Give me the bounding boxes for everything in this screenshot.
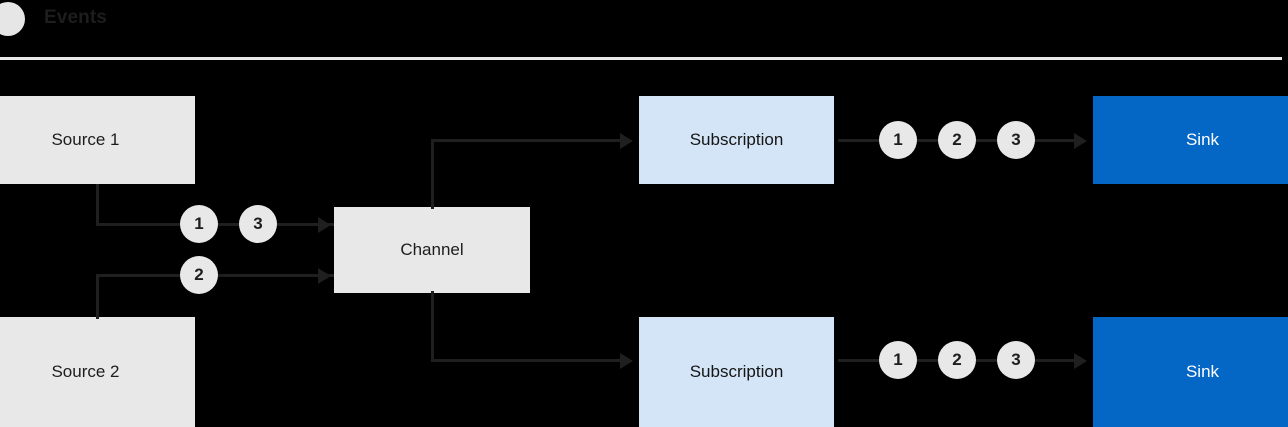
edge-source2-channel-vertical [96,274,99,319]
edge-channel-subscription2-horizontal [431,359,627,362]
node-sink-1-label: Sink [1185,129,1220,149]
node-sink-2-label: Sink [1185,361,1220,381]
token-1: 1 [879,121,917,159]
node-source-2-label: Source 2 [51,361,120,381]
token-3: 3 [997,341,1035,379]
edge-channel-subscription2-arrowhead [620,353,633,369]
edge-subscription2-sink2-arrowhead [1074,353,1087,369]
edge-channel-subscription1-vertical [431,139,434,209]
node-source-2[interactable]: Source 2 [0,317,195,427]
node-subscription-1[interactable]: Subscription [639,96,834,184]
node-subscription-1-label: Subscription [689,129,784,149]
token-2: 2 [938,341,976,379]
token-1: 1 [180,205,218,243]
node-channel-label: Channel [400,239,464,259]
node-source-1-label: Source 1 [51,129,120,149]
edge-source2-channel-arrowhead [318,268,331,284]
edge-subscription1-sink1-arrowhead [1074,133,1087,149]
edge-channel-subscription1-arrowhead [620,133,633,149]
token-2: 2 [180,256,218,294]
token-3: 3 [239,205,277,243]
node-subscription-2[interactable]: Subscription [639,317,834,427]
edge-source1-channel-horizontal [96,223,341,226]
edge-source1-channel-vertical [96,184,99,226]
header-divider [0,57,1282,60]
legend-label: Events [44,7,107,28]
token-2: 2 [938,121,976,159]
node-sink-1[interactable]: Sink [1093,96,1288,184]
event-dot-icon [0,2,25,36]
node-source-1[interactable]: Source 1 [0,96,195,184]
token-1: 1 [879,341,917,379]
edge-channel-subscription2-vertical [431,291,434,361]
edge-source1-channel-arrowhead [318,217,331,233]
edge-channel-subscription1-horizontal [431,139,627,142]
node-sink-2[interactable]: Sink [1093,317,1288,427]
node-channel[interactable]: Channel [334,207,530,293]
node-subscription-2-label: Subscription [689,361,784,381]
edge-source2-channel-horizontal [96,274,341,277]
token-3: 3 [997,121,1035,159]
